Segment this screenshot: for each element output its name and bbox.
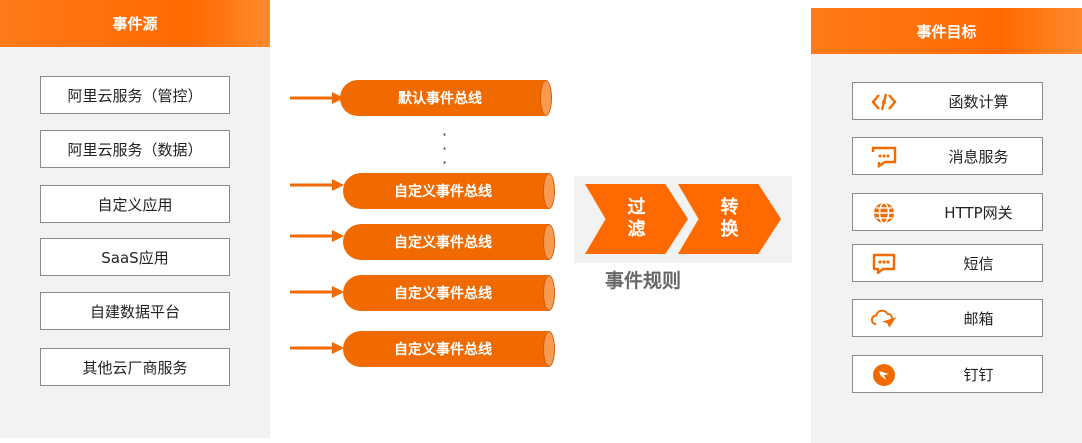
target-label: 邮箱: [963, 309, 994, 328]
event-source-header: 事件源: [0, 0, 270, 47]
arrow-right-icon: [290, 342, 344, 354]
ellipsis-dots: ···: [442, 125, 448, 172]
globe-icon: [871, 201, 897, 225]
custom-event-bus-label: 自定义事件总线: [394, 286, 492, 302]
message-service-icon: [871, 145, 897, 169]
custom-event-bus: 自定义事件总线: [343, 331, 555, 367]
arrow-right-icon: [290, 286, 344, 298]
custom-event-bus-label: 自定义事件总线: [394, 184, 492, 200]
target-http-gateway: HTTP网关: [852, 193, 1043, 231]
sms-chat-icon: [871, 252, 897, 276]
target-dingtalk: 钉钉: [852, 355, 1043, 393]
target-label: 消息服务: [948, 147, 1009, 166]
custom-event-bus-label: 自定义事件总线: [394, 235, 492, 251]
target-message-service: 消息服务: [852, 137, 1043, 175]
default-event-bus-label: 默认事件总线: [398, 91, 482, 107]
source-other-cloud: 其他云厂商服务: [40, 348, 230, 386]
custom-event-bus: 自定义事件总线: [343, 275, 555, 311]
source-self-built-platform: 自建数据平台: [40, 292, 230, 330]
arrow-right-icon: [290, 230, 344, 242]
event-rules-title: 事件规则: [604, 270, 681, 292]
source-saas-app: SaaS应用: [40, 238, 230, 276]
target-label: 钉钉: [963, 365, 994, 384]
target-label: 短信: [963, 254, 994, 273]
dingtalk-icon: [871, 363, 897, 387]
source-aliyun-data: 阿里云服务（数据）: [40, 130, 230, 168]
custom-event-bus-label: 自定义事件总线: [394, 342, 492, 358]
mail-cloud-icon: [871, 307, 897, 331]
bus-cap: [540, 80, 552, 116]
source-aliyun-control: 阿里云服务（管控）: [40, 76, 230, 114]
bus-cap: [543, 331, 555, 367]
target-label: 函数计算: [948, 92, 1009, 111]
target-mailbox: 邮箱: [852, 299, 1043, 337]
target-label: HTTP网关: [944, 203, 1013, 222]
function-compute-icon: [871, 90, 897, 114]
transform-rule-label: 转换: [720, 197, 739, 240]
default-event-bus: 默认事件总线: [340, 80, 552, 116]
custom-event-bus: 自定义事件总线: [343, 173, 555, 209]
bus-cap: [543, 173, 555, 209]
event-target-header: 事件目标: [811, 8, 1082, 54]
custom-event-bus: 自定义事件总线: [343, 224, 555, 260]
target-sms: 短信: [852, 244, 1043, 282]
target-function-compute: 函数计算: [852, 82, 1043, 120]
filter-rule-label: 过滤: [627, 197, 646, 240]
arrow-right-icon: [290, 92, 344, 104]
bus-cap: [543, 224, 555, 260]
bus-cap: [543, 275, 555, 311]
source-custom-app: 自定义应用: [40, 185, 230, 223]
arrow-right-icon: [290, 179, 344, 191]
